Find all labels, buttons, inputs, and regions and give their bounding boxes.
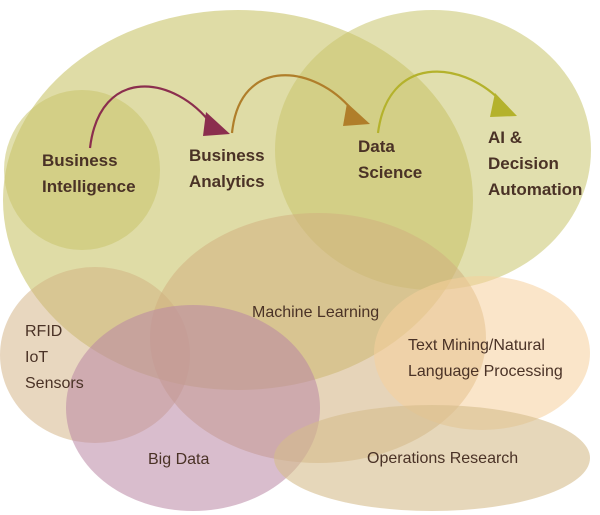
text-mining-bubble [374, 276, 590, 430]
arrowhead-ds-to-ai [490, 93, 517, 117]
operations-research-bubble [274, 405, 590, 511]
arrowhead-bi-to-ba [203, 112, 230, 136]
ai-decision-automation-label: AI & Decision Automation [488, 128, 582, 199]
big-data-bubble [66, 305, 320, 511]
arrow-bi-to-ba [88, 85, 213, 149]
arrow-ba-to-ds [230, 74, 353, 134]
arrowhead-ba-to-ds [343, 103, 370, 126]
operations-research-label: Operations Research [367, 450, 518, 467]
business-analytics-label: Business Analytics [189, 146, 269, 191]
text-mining-label: Text Mining/Natural Language Processing [408, 337, 563, 380]
business-intelligence-bubble [4, 90, 160, 250]
data-science-label: Data Science [358, 137, 422, 182]
machine-learning-label: Machine Learning [252, 304, 379, 321]
arrow-ds-to-ai [376, 70, 501, 134]
big-data-label: Big Data [148, 451, 209, 468]
business-intelligence-label: Business Intelligence [42, 151, 136, 196]
sensors-label: RFID IoT Sensors [25, 323, 84, 392]
